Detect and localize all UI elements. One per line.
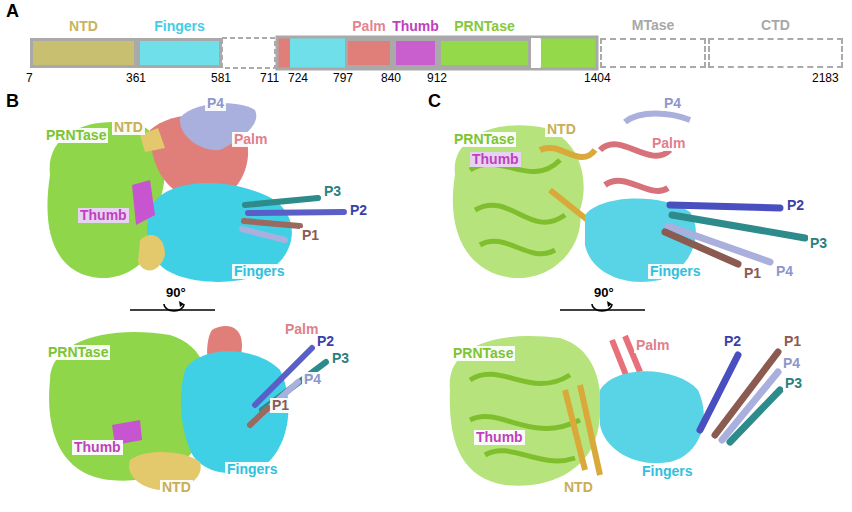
prntase-cartoon — [450, 336, 601, 486]
prntase-density — [47, 122, 164, 278]
rotation-label: 90° — [164, 286, 188, 300]
domain-label: P1 — [742, 266, 763, 281]
fingers-segment — [290, 38, 345, 68]
domain-label: Palm — [232, 132, 269, 147]
domain-box: CTD — [708, 38, 843, 68]
domain-label: P1 — [782, 334, 803, 349]
domain-box: NTD — [30, 38, 137, 68]
rotation-arrowhead — [179, 301, 184, 307]
panel-letter: C — [428, 92, 441, 112]
p2-helix — [248, 212, 344, 213]
residue-number: 361 — [126, 72, 146, 85]
panel-letter: B — [6, 92, 19, 112]
residue-number: 912 — [427, 72, 447, 85]
residue-number: 797 — [333, 72, 353, 85]
domain-label: Fingers — [648, 264, 703, 279]
p2-helix — [700, 355, 738, 430]
gap-box — [222, 38, 275, 68]
domain-label: P3 — [322, 184, 343, 199]
domain-label: Thumb — [78, 208, 129, 223]
domain-label: PRNTase — [44, 128, 108, 143]
p1-helix — [250, 408, 268, 425]
residue-number: 1404 — [584, 72, 611, 85]
domain-label: NTD — [160, 480, 193, 495]
residue-number: 7 — [26, 72, 33, 85]
domain-label: Fingers — [232, 264, 287, 279]
domain-label: P3 — [808, 236, 829, 251]
domain-label: P3 — [330, 351, 351, 366]
fingers-density — [147, 183, 292, 282]
p4-helix — [242, 229, 285, 240]
domain-label: P4 — [781, 356, 802, 371]
domain-label: P3 — [783, 376, 804, 391]
domain-label: Palm — [634, 338, 671, 353]
domain-box: Palm — [345, 38, 393, 68]
domain-label: Thumb — [474, 430, 525, 445]
prntase-segment — [541, 38, 596, 68]
domain-label: P4 — [302, 372, 323, 387]
domain-box: PRNTase — [438, 38, 531, 68]
prntase-helices — [470, 374, 580, 461]
domain-label: NTD — [545, 122, 578, 137]
domain-label: Palm — [650, 136, 687, 151]
residue-number: 711 — [260, 72, 279, 85]
domain-label: NTD — [112, 120, 145, 135]
domain-label: NTD — [69, 18, 98, 34]
residue-number: 840 — [381, 72, 401, 85]
domain-label: P2 — [785, 198, 806, 213]
ntd-density — [138, 235, 165, 270]
palm-segment — [278, 38, 290, 68]
domain-label: Fingers — [154, 18, 205, 34]
ntd-helices — [565, 385, 600, 475]
domain-label: P1 — [270, 398, 291, 413]
panel-letter: A — [6, 2, 19, 22]
bar-frame — [277, 37, 597, 69]
domain-label: CTD — [761, 17, 790, 33]
domain-label: P4 — [774, 264, 795, 279]
domain-label: P2 — [722, 334, 743, 349]
domain-label: P4 — [205, 96, 226, 111]
p1-helix — [665, 232, 738, 264]
p4-helix — [625, 114, 690, 123]
thumb-density — [132, 180, 155, 225]
p4-helix — [722, 372, 778, 440]
domain-box: Thumb — [393, 38, 438, 68]
domain-label: Fingers — [640, 464, 695, 479]
fingers-cartoon — [600, 371, 704, 463]
rotation-arrowhead — [607, 301, 612, 307]
domain-label: PRNTase — [452, 132, 516, 147]
residue-number: 724 — [288, 72, 308, 85]
domain-label: P2 — [348, 203, 369, 218]
p3-helix — [730, 390, 780, 442]
domain-label: PRNTase — [454, 18, 514, 34]
rotation-label: 90° — [592, 286, 616, 300]
domain-label: PRNTase — [451, 346, 515, 361]
p2-helix — [670, 205, 780, 208]
domain-label: Thumb — [72, 440, 123, 455]
domain-label: PRNTase — [46, 345, 110, 360]
residue-number: 581 — [211, 72, 231, 85]
domain-label: NTD — [562, 480, 595, 495]
domain-label: Fingers — [225, 462, 280, 477]
domain-label: Thumb — [470, 152, 521, 167]
domain-label: P4 — [662, 96, 683, 111]
bar-gap — [531, 38, 540, 68]
domain-label: MTase — [632, 17, 675, 33]
p3-helix — [245, 198, 318, 205]
domain-label: Thumb — [392, 18, 439, 34]
domain-box: MTase — [600, 38, 706, 68]
domain-label: P1 — [300, 228, 321, 243]
residue-number: 2183 — [812, 72, 839, 85]
p1-helix — [244, 221, 300, 226]
prntase-helices — [470, 160, 565, 254]
domain-label: P2 — [315, 334, 336, 349]
domain-box: Fingers — [137, 38, 222, 68]
domain-label: Palm — [352, 18, 385, 34]
